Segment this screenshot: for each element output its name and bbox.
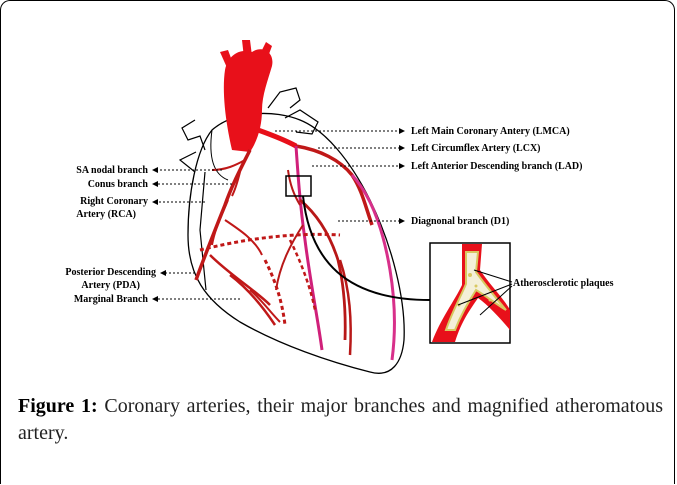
label-conus: Conus branch — [88, 179, 149, 190]
magnified-artery-inset — [430, 243, 510, 343]
pda-vessel-2 — [250, 290, 280, 322]
lmca-vessel — [258, 130, 296, 146]
figure-label: Figure 1: — [18, 395, 98, 417]
label-lcx: Left Circumflex Artery (LCX) — [411, 143, 541, 154]
right-atrium-outline — [211, 130, 228, 180]
label-plaques: Atherosclerotic plaques — [513, 278, 614, 289]
label-pda-line1: Posterior Descending — [65, 267, 156, 278]
pulmonary-artery-outline — [268, 88, 318, 134]
label-d1: Diagnonal branch (D1) — [411, 216, 509, 227]
label-marginal: Marginal Branch — [74, 294, 149, 305]
caption-text: Coronary arteries, their major branches … — [18, 395, 663, 444]
label-lad: Left Anterior Descending branch (LAD) — [411, 161, 582, 172]
label-rca-line2: Artery (RCA) — [76, 209, 136, 220]
coronary-artery-diagram: Atherosclerotic plaques Left Main Corona… — [0, 0, 677, 390]
vena-cava-outline — [180, 120, 205, 172]
label-lmca: Left Main Coronary Antery (LMCA) — [411, 126, 570, 137]
lad-distal — [352, 175, 394, 360]
pda-vessel-1 — [230, 275, 275, 325]
label-sa-nodal: SA nodal branch — [76, 165, 148, 176]
label-pda-line2: Artery (PDA) — [81, 280, 140, 291]
figure-caption: Figure 1: Coronary arteries, their major… — [18, 393, 663, 447]
rca-branch-1 — [212, 200, 228, 245]
label-rca-line1: Right Coronary — [80, 196, 148, 207]
marginal-vessel — [210, 255, 270, 305]
inferior-vena-cava-outline — [200, 172, 206, 290]
